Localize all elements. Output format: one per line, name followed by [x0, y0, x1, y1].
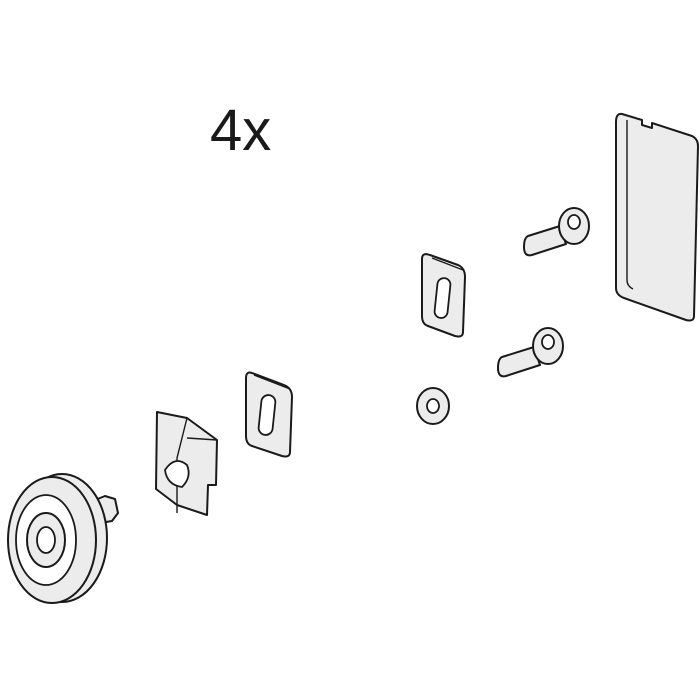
slotted-plate-large — [421, 253, 466, 338]
bolt-lower — [497, 327, 564, 378]
washer — [416, 387, 450, 425]
bolt-upper — [523, 207, 590, 257]
slotted-plate-small — [245, 371, 293, 458]
cover-plate — [615, 112, 699, 322]
pulley-wheel — [7, 473, 119, 604]
quantity-label: 4x — [210, 98, 272, 163]
clip — [155, 411, 218, 516]
